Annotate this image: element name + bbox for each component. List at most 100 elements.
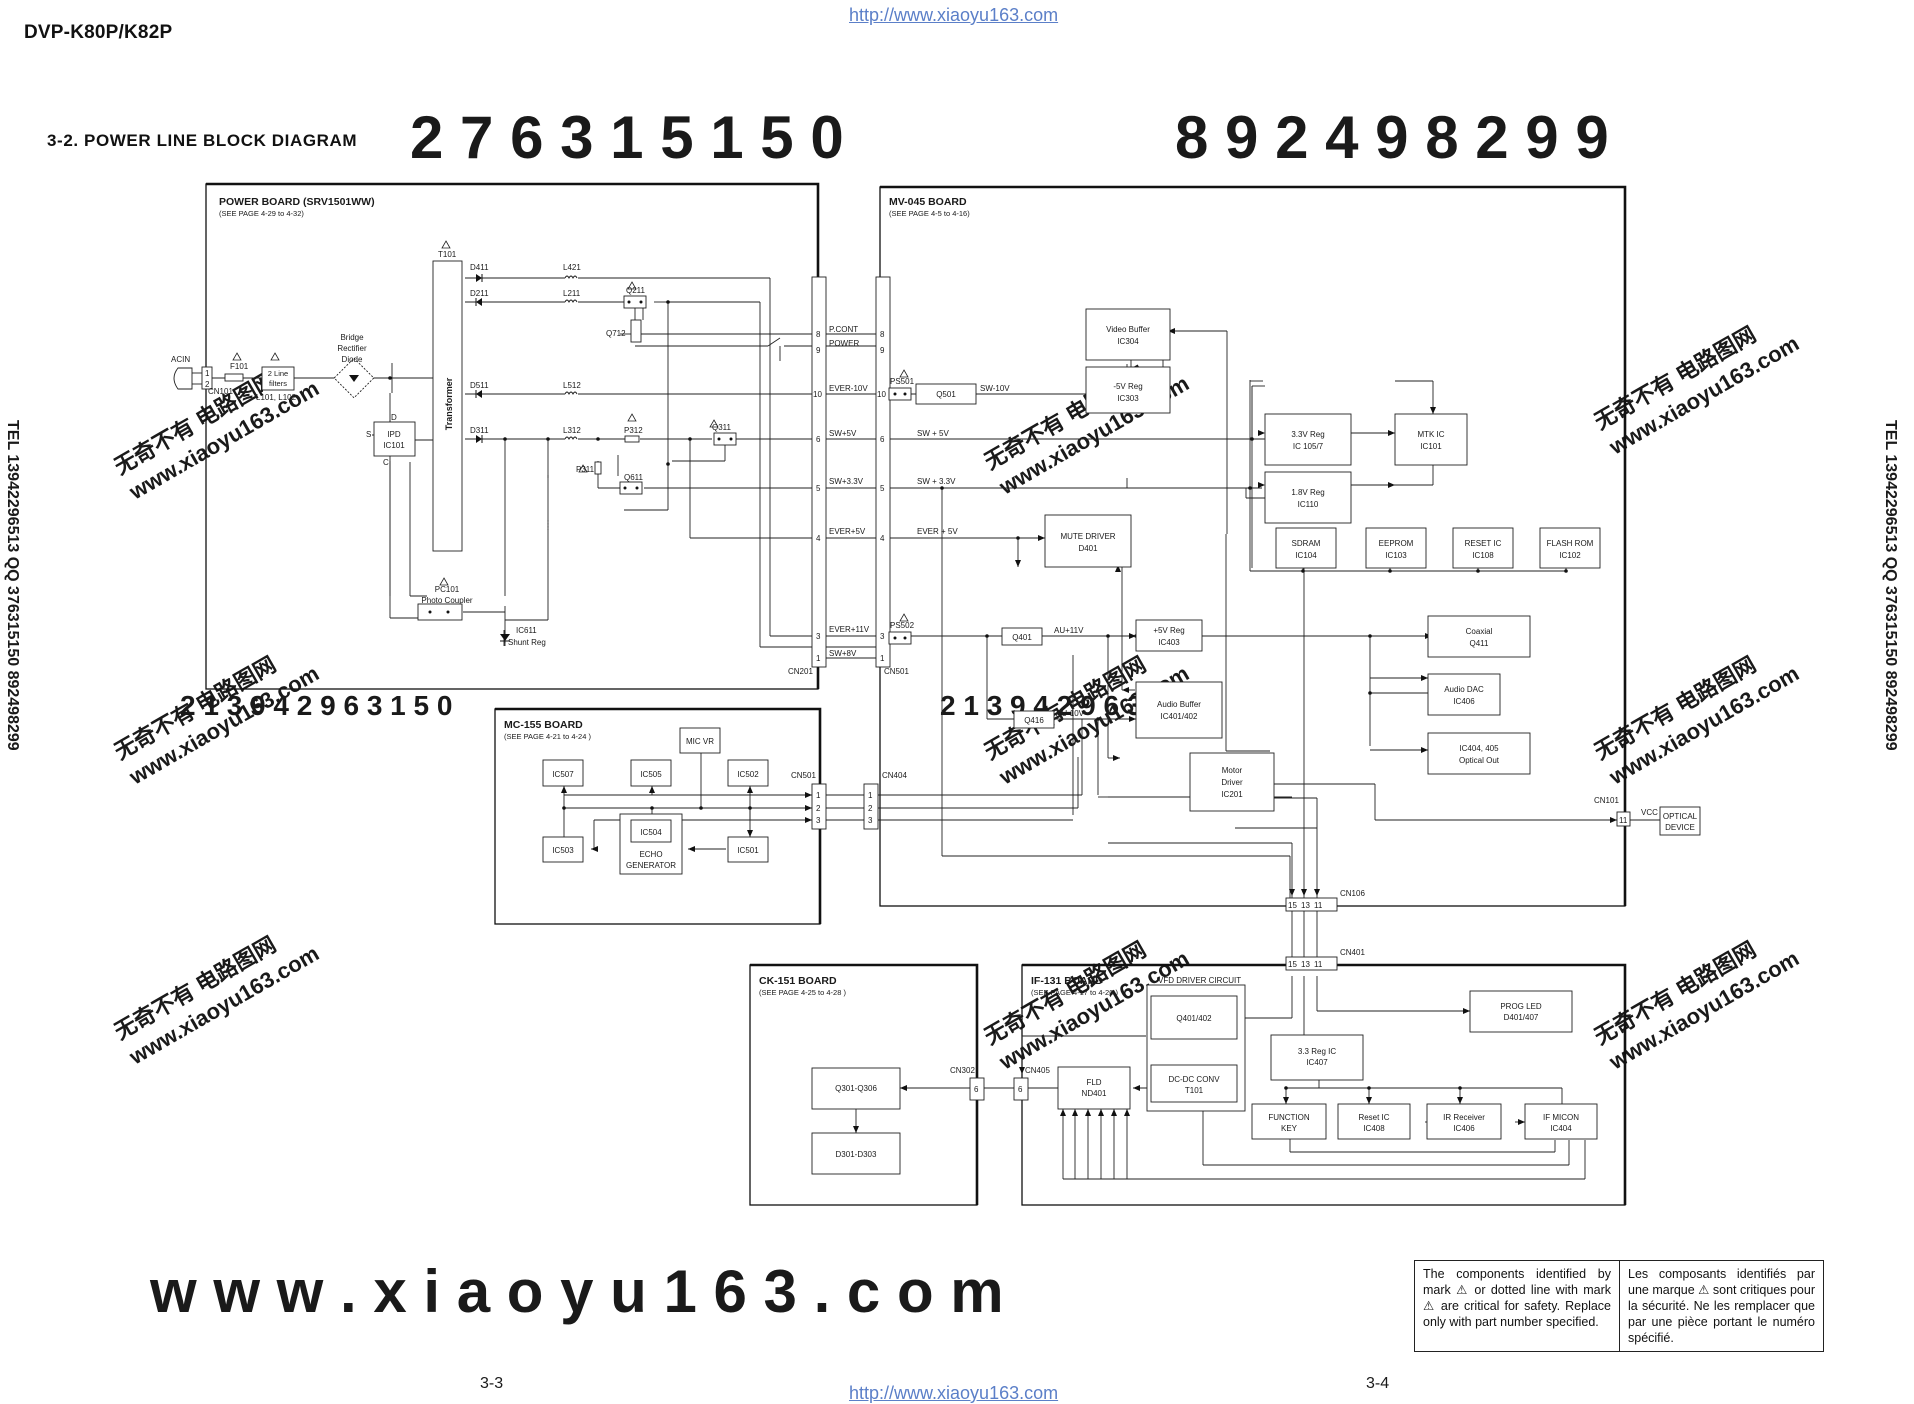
sw-3v3-label: SW + 3.3V [917, 477, 956, 486]
q501-label: Q501 [936, 390, 956, 399]
c-label: C [383, 458, 389, 467]
ps501-label: PS501 [890, 377, 915, 386]
reg-5v-minus-id: IC303 [1117, 394, 1139, 403]
q311-label: Q311 [712, 423, 732, 432]
if-micon-label: IF MICON [1543, 1113, 1579, 1122]
pin: 11 [1314, 960, 1323, 969]
reset-if-label: Reset IC [1358, 1113, 1389, 1122]
l312-label: L312 [563, 426, 581, 435]
reg-3v3-label: 3.3V Reg [1291, 430, 1324, 439]
wm-tel-right: TEL 13942296513 QQ 376315150 892498299 [1882, 420, 1899, 751]
sdram-block [1275, 527, 1337, 569]
fld-label: FLD [1086, 1078, 1101, 1087]
line-filters-block [261, 366, 295, 391]
pc101-label: PC101 [435, 585, 460, 594]
pin: 10 [877, 390, 886, 399]
prog-led-block [1469, 990, 1573, 1033]
au11-label: AU+11V [1054, 626, 1084, 635]
cn501-mc-label: CN501 [791, 771, 816, 780]
pin: 2 [205, 380, 210, 389]
pcont-label: P.CONT [829, 325, 858, 334]
mute-label: MUTE DRIVER [1060, 532, 1115, 541]
url-bottom-link[interactable]: http://www.xiaoyu163.com [849, 1383, 1059, 1403]
cn401-connector [1285, 956, 1338, 971]
sdram-id: IC104 [1295, 551, 1317, 560]
pin: 13 [1301, 901, 1310, 910]
line-filters-label: 2 Line [268, 369, 288, 378]
pin: 10 [813, 390, 822, 399]
function-key-label: FUNCTION [1268, 1113, 1310, 1122]
shunt-reg-label: Shunt Reg [508, 638, 546, 647]
bridge-label: Bridge [340, 333, 364, 342]
dcdc-label: DC-DC CONV [1168, 1075, 1220, 1084]
ir-id: IC406 [1453, 1124, 1475, 1133]
reg-1v8-label: 1.8V Reg [1291, 488, 1324, 497]
optical-out-block [1427, 732, 1531, 775]
l512-label: L512 [563, 381, 581, 390]
mtk-ic-block [1394, 413, 1468, 466]
d211-label: D211 [470, 289, 489, 298]
dcdc-id: T101 [1185, 1086, 1204, 1095]
url-top-link[interactable]: http://www.xiaoyu163.com [849, 5, 1059, 25]
cn404-label: CN404 [882, 771, 907, 780]
au10-label: AU-10V [1056, 709, 1085, 718]
reg-5v-plus-label: +5V Reg [1153, 626, 1184, 635]
pin: 6 [974, 1085, 979, 1094]
power-board-title: POWER BOARD (SRV1501WW) [219, 196, 375, 208]
reg-3v3-id: IC 105/7 [1293, 442, 1324, 451]
reg-5v-plus-id: IC403 [1158, 638, 1180, 647]
audio-buffer-id: IC401/402 [1161, 712, 1198, 721]
d-label: D [391, 413, 397, 422]
reg-5v-minus-label: -5V Reg [1113, 382, 1142, 391]
pin: 6 [816, 435, 821, 444]
p312-label: P312 [624, 426, 643, 435]
reg-3v3-block [1264, 413, 1352, 466]
pin: 15 [1288, 901, 1297, 910]
mute-id: D401 [1078, 544, 1098, 553]
transformer-label: Transformer [444, 377, 454, 430]
function-key-label2: KEY [1281, 1124, 1298, 1133]
reg-5v-plus-block [1135, 619, 1203, 652]
coaxial-label: Coaxial [1466, 627, 1493, 636]
safety-note-en: The components identified by mark ⚠ or d… [1423, 1267, 1611, 1329]
ac-plug-icon [173, 367, 193, 390]
l101-label: L101, L102 [256, 393, 297, 402]
motor-driver-block [1189, 752, 1275, 812]
pin: 1 [205, 369, 210, 378]
cn302-connector [969, 1077, 985, 1101]
mv045-board-sub: (SEE PAGE 4-5 to 4-16) [889, 209, 970, 218]
video-buffer-id: IC304 [1117, 337, 1139, 346]
mtk-id: IC101 [1420, 442, 1442, 451]
cn106-label: CN106 [1340, 889, 1365, 898]
mc155-board-sub: (SEE PAGE 4-21 to 4-24 ) [504, 732, 591, 741]
d511-label: D511 [470, 381, 489, 390]
function-key-block[interactable] [1251, 1103, 1327, 1140]
safety-note: The components identified by mark ⚠ or d… [1414, 1260, 1824, 1352]
reg-1v8-id: IC110 [1298, 500, 1319, 509]
sw-5v-label: SW + 5V [917, 429, 949, 438]
eeprom-id: IC103 [1385, 551, 1407, 560]
q416-block [1013, 710, 1055, 729]
fld-id: ND401 [1082, 1089, 1107, 1098]
q501-block [915, 383, 977, 405]
ic502-block [727, 759, 769, 787]
motor-label: Motor [1222, 766, 1243, 775]
cn501-label: CN501 [884, 667, 909, 676]
pin: 4 [880, 534, 885, 543]
reset-mv-label: RESET IC [1465, 539, 1502, 548]
sw10v-label: SW-10V [980, 384, 1010, 393]
reset-ic-mv-block [1452, 527, 1514, 569]
prog-led-label: PROG LED [1500, 1002, 1542, 1011]
wm-digits-mid: 2 1 3 9 4 2 9 6 3 1 5 0 [180, 690, 452, 721]
if131-board-title: IF-131 BOARD [1031, 975, 1103, 987]
ic505-label: IC505 [640, 770, 662, 779]
cn106-connector [1285, 897, 1338, 912]
q211-label: Q211 [626, 286, 646, 295]
f101-label: F101 [230, 362, 249, 371]
ipd-id: IC101 [383, 441, 405, 450]
ps502-label: PS502 [890, 621, 915, 630]
ic507-block [542, 759, 584, 787]
wm-tel-left: TEL 13942296513 QQ 376315150 892498299 [4, 420, 21, 751]
cn101-mv-label: CN101 [1594, 796, 1619, 805]
prog-led-id: D401/407 [1504, 1013, 1539, 1022]
